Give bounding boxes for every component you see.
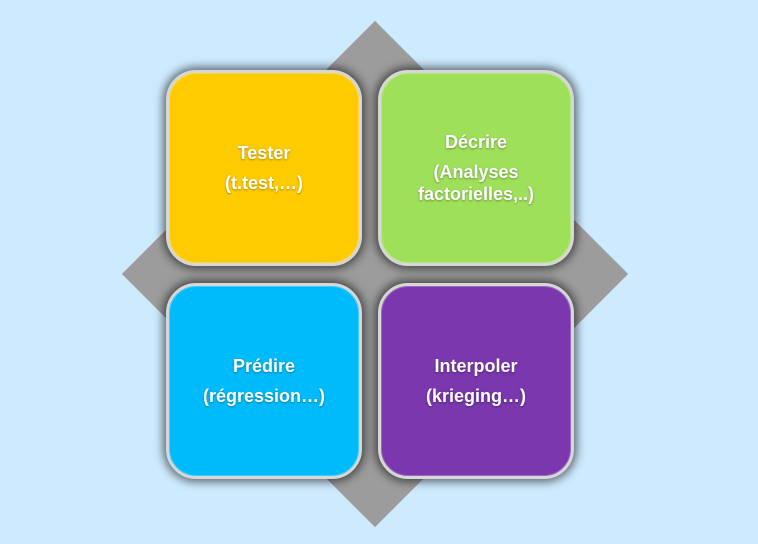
quadrant-tester-subtitle: (t.test,…): [225, 173, 303, 193]
quadrant-interpoler: Interpoler (krieging…): [378, 283, 574, 479]
quadrant-tester-title: Tester: [237, 143, 291, 163]
quadrant-decrire-subtitle: (Analyses factorielles,..): [417, 162, 535, 204]
quadrant-predire: Prédire (régression…): [166, 283, 362, 479]
quadrant-decrire-title: Décrire: [444, 132, 508, 152]
quadrant-interpoler-title: Interpoler: [434, 356, 518, 376]
quadrant-predire-subtitle: (régression…): [202, 386, 326, 406]
quadrant-tester: Tester (t.test,…): [166, 70, 362, 266]
quadrant-interpoler-subtitle: (krieging…): [425, 386, 526, 406]
quadrant-predire-title: Prédire: [232, 356, 296, 376]
quadrant-decrire: Décrire (Analyses factorielles,..): [378, 70, 574, 266]
